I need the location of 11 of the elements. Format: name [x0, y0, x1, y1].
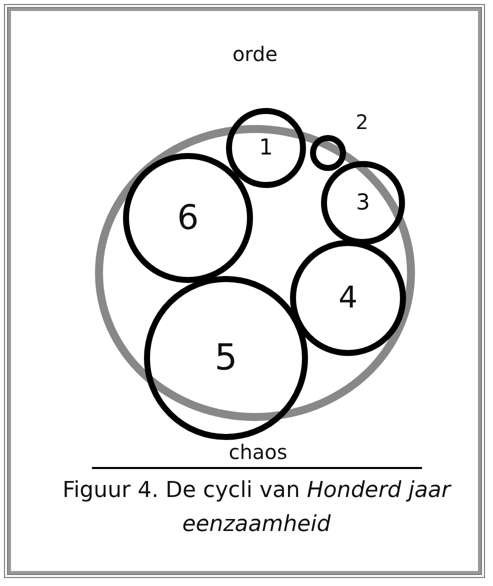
circle-number: 1 [259, 136, 273, 160]
text-label: 2 [356, 110, 368, 134]
figure-caption: Figuur 4. De cycli van Honderd jaar eenzaamheid [62, 477, 452, 539]
circle-number: 3 [356, 190, 370, 216]
circle-node [226, 108, 306, 188]
circle-number: 4 [338, 280, 358, 316]
circle-number: 5 [214, 338, 238, 378]
text-label: orde [232, 42, 278, 66]
circle-node [144, 276, 308, 440]
circle-number: 6 [177, 198, 199, 238]
text-label: chaos [228, 440, 288, 464]
